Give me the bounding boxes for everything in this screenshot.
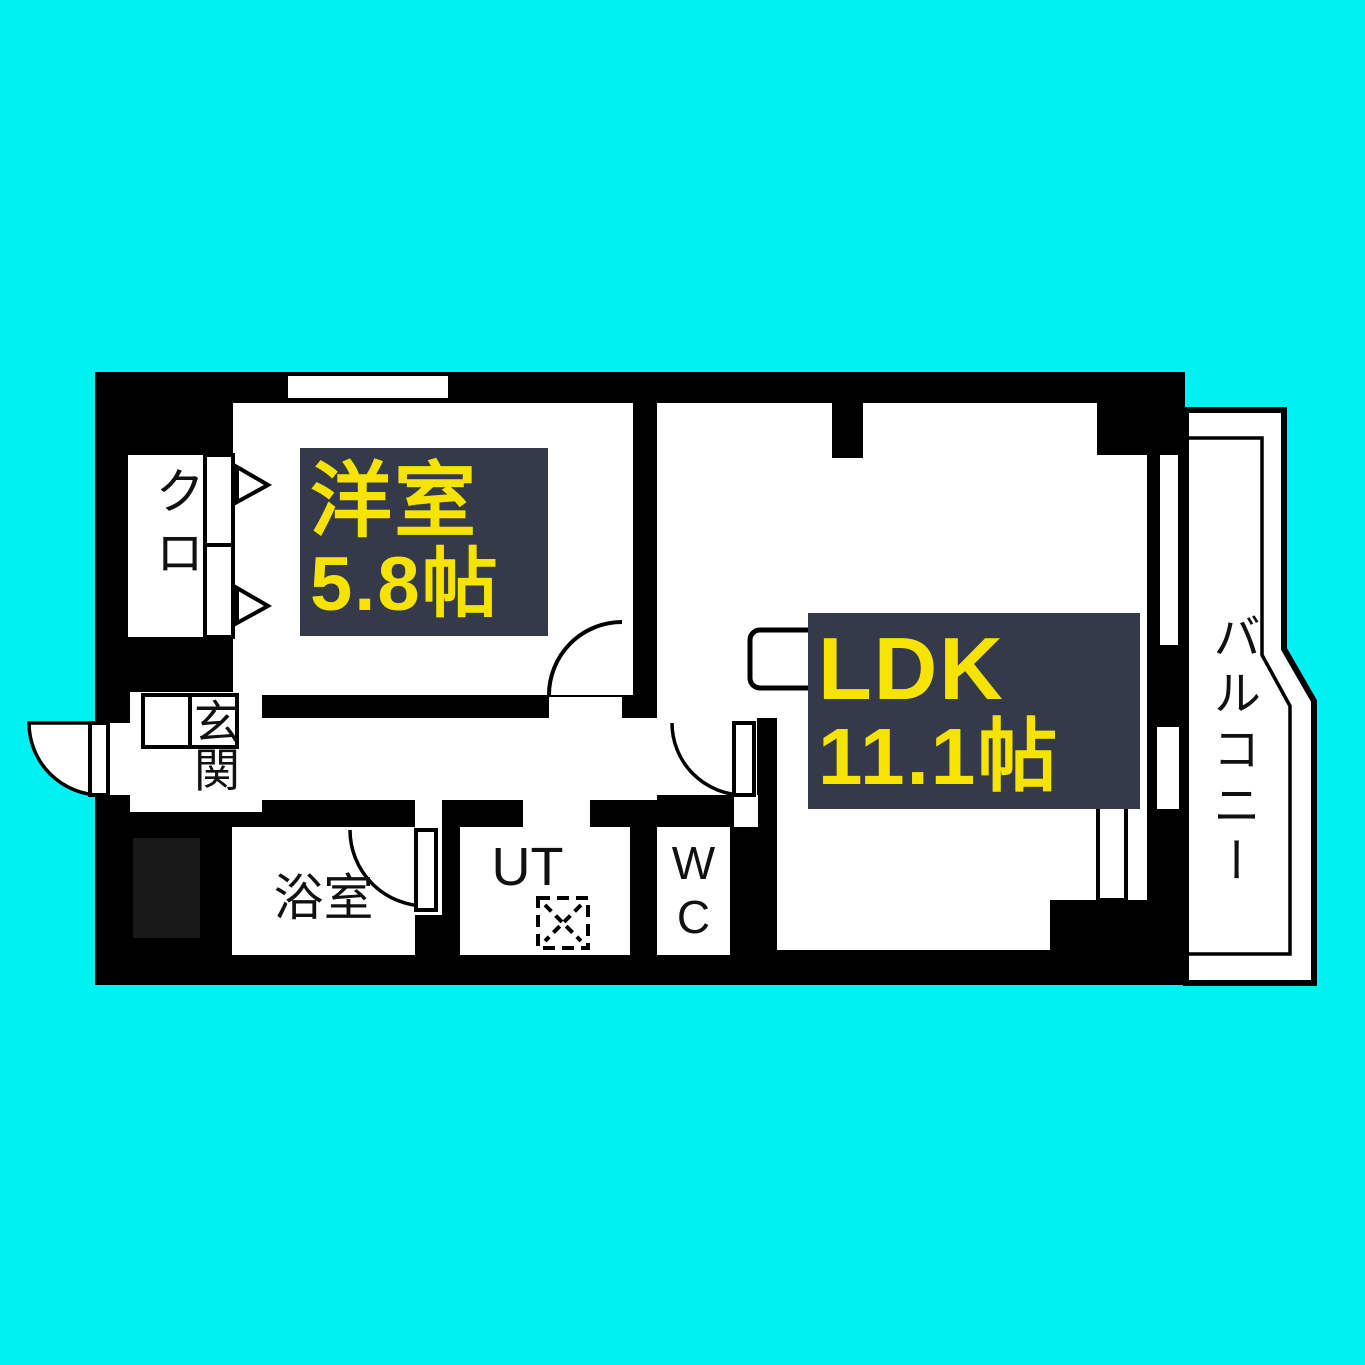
closet-label: クロ: [148, 465, 204, 589]
entrance-door-opening: [95, 723, 132, 795]
bottom-right-corner-wall: [1050, 900, 1185, 985]
toilet-door-opening: [734, 795, 758, 827]
western-room-size-box: 洋室 5.8帖: [300, 448, 548, 636]
ldk-size-box: LDK 11.1帖: [808, 613, 1140, 809]
right-window: [1155, 455, 1183, 645]
balcony-slide-door-outer-panel: [1153, 723, 1183, 813]
ldk-name: LDK: [818, 618, 1005, 718]
western-room-name: 洋室: [310, 456, 479, 548]
balcony-slide-door-inner-panel: [1096, 803, 1128, 902]
pipe-shaft: [133, 838, 200, 938]
toilet-floor: [657, 827, 730, 955]
toilet-front-nook: [657, 718, 757, 795]
top-window-opening: [288, 376, 448, 398]
utility-door-opening: [523, 800, 590, 827]
entrance-door-arc: [27, 721, 103, 797]
ldk-size: 11.1帖: [818, 712, 1060, 802]
balcony-label: バルコニー: [1205, 612, 1258, 892]
closet-floor: [128, 455, 208, 637]
bathroom-door-slot: [415, 800, 442, 915]
western-room-size: 5.8帖: [310, 542, 500, 628]
toilet-label: W C: [671, 837, 716, 943]
ldk-wall-stub: [832, 400, 863, 458]
entrance-label: 玄関: [188, 698, 240, 794]
corridor-floor: [237, 718, 657, 800]
utility-label: UT: [491, 837, 564, 897]
bathroom-label: 浴室: [273, 870, 374, 926]
top-right-corner-wall: [1097, 372, 1185, 455]
